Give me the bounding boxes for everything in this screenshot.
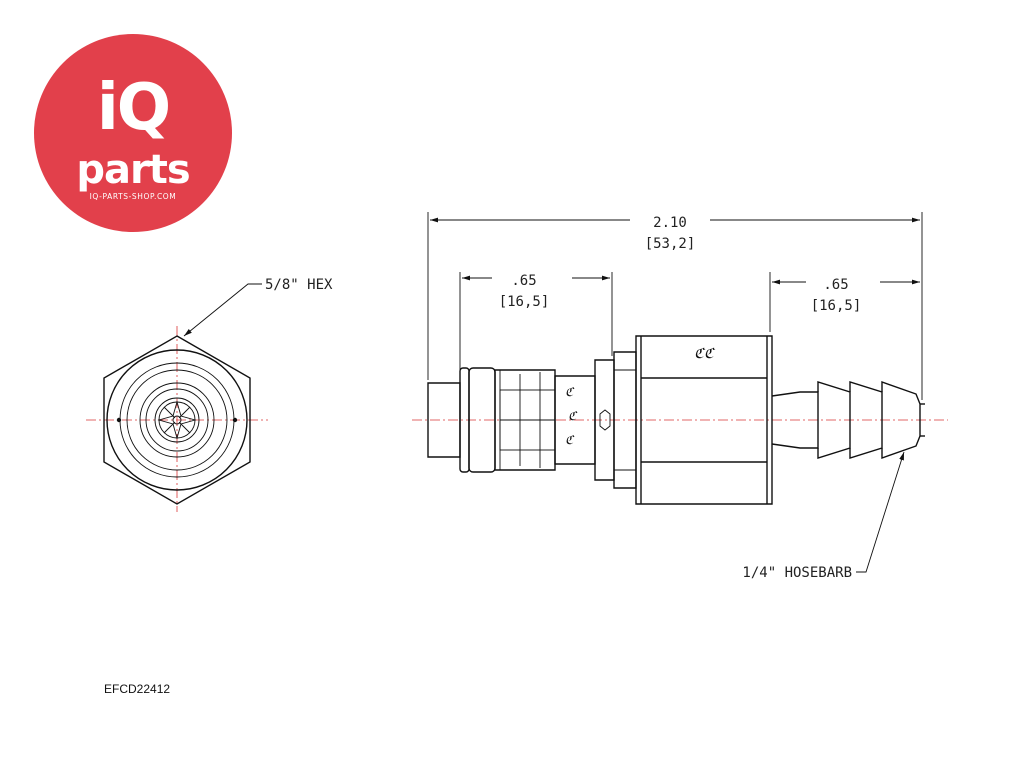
sleeve-ring: [139, 382, 215, 458]
right-dimension: .65 [16,5]: [772, 277, 920, 314]
part-code: EFCD22412: [104, 682, 171, 696]
hex-face-circle: [106, 349, 248, 491]
left-in: .65: [511, 273, 536, 289]
sleeve-ring-inner: [145, 388, 209, 452]
logo-brand-top: iQ: [96, 71, 171, 145]
latch-body: [494, 369, 556, 471]
barb-2: [849, 381, 883, 459]
hex-body: [635, 335, 773, 505]
barb-1: [817, 381, 851, 459]
overall-in: 2.10: [653, 215, 687, 231]
hex-body-mark: ℭℭ: [694, 346, 716, 362]
hex-leader: [183, 283, 262, 337]
cpc-mark-2: ℭ: [568, 409, 578, 423]
left-mm: [16,5]: [499, 294, 550, 310]
overall-mm: [53,2]: [645, 236, 696, 252]
logo-brand-bottom: parts: [76, 147, 190, 193]
hex-label: 5/8" HEX: [265, 277, 333, 293]
cpc-mark-1: ℭ: [565, 385, 575, 399]
body-ring-inner: [126, 369, 228, 471]
side-view: ℭ ℭ ℭ ℭℭ 2.10 [53,2]: [412, 212, 948, 581]
right-mm: [16,5]: [811, 298, 862, 314]
hosebarb-label: 1/4" HOSEBARB: [742, 565, 852, 581]
left-dimension: .65 [16,5]: [462, 273, 610, 310]
hex-outline: [103, 335, 251, 505]
valve-ring: [154, 397, 200, 443]
iq-parts-logo: iQ parts IQ-PARTS-SHOP.COM: [34, 34, 232, 232]
cpc-mark-3: ℭ: [565, 433, 575, 447]
logo-url: IQ-PARTS-SHOP.COM: [89, 192, 177, 201]
barb-shank: [771, 391, 819, 449]
valve-star: [157, 400, 197, 440]
hosebarb-leader: [856, 451, 905, 573]
latch-dot-left: [116, 417, 122, 423]
end-view: 5/8" HEX: [86, 277, 333, 512]
overall-dimension: 2.10 [53,2]: [430, 215, 920, 252]
latch-dot-right: [232, 417, 238, 423]
right-in: .65: [823, 277, 848, 293]
barb-3: [881, 381, 921, 459]
